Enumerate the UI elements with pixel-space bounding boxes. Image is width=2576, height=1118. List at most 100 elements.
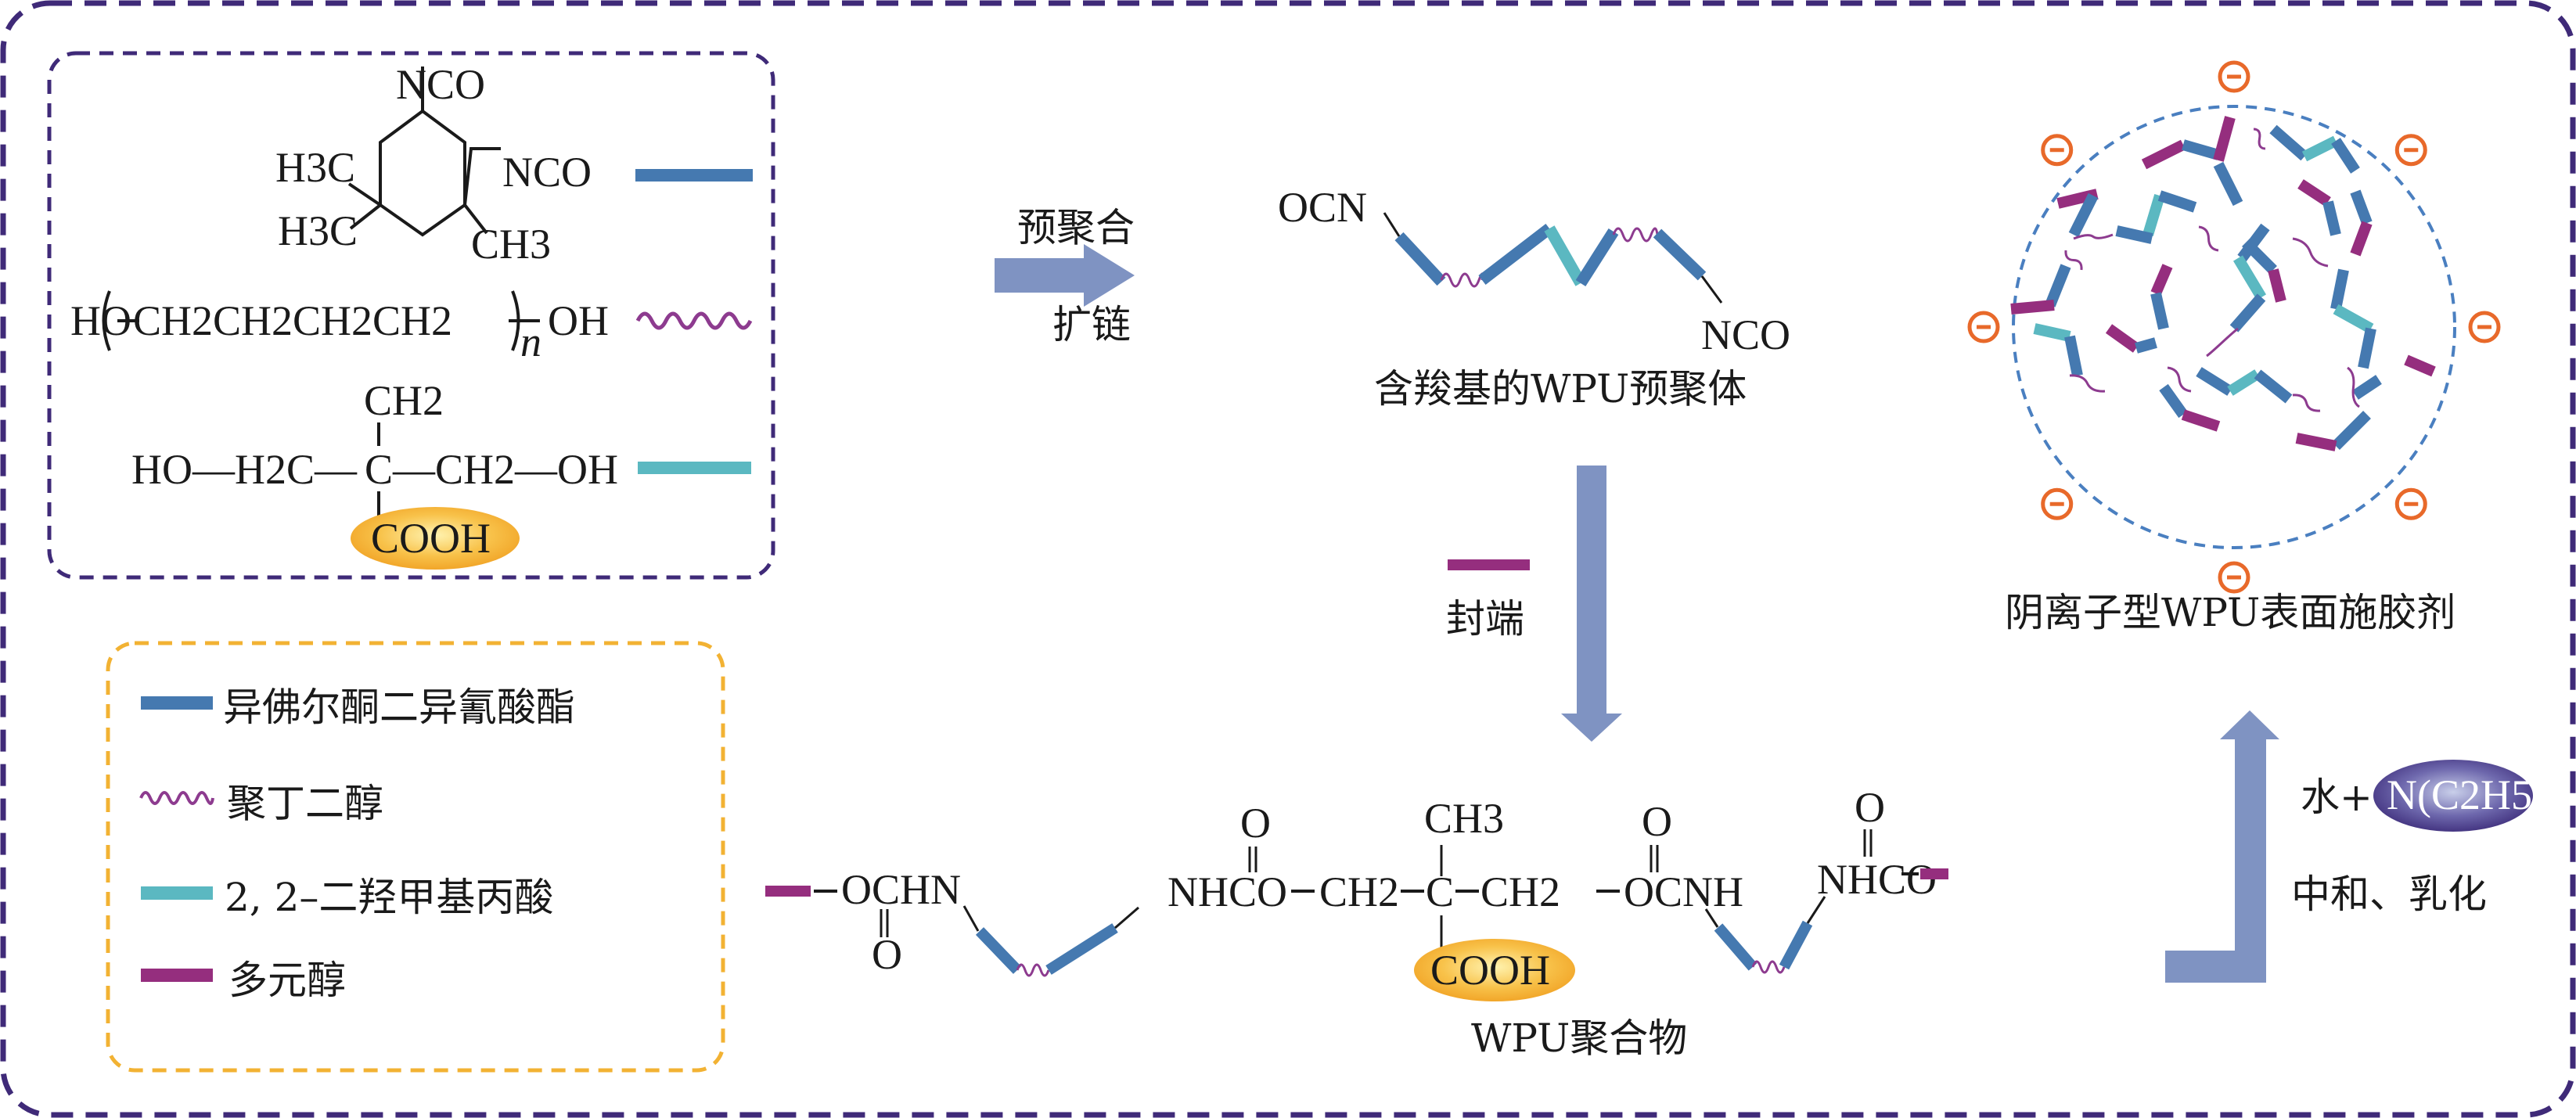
anion-charge-icon [2218,561,2250,594]
legend-symbol-polyol [141,969,213,982]
micelle-segment-polyol [2295,433,2337,451]
prepolymer-left-end: OCN [1278,184,1367,231]
step1-arrow-group: 预聚合 扩链 [995,205,1135,347]
polymer-mid-right-carbonyl-o: O [1642,798,1672,845]
anion-charge-icon [2468,311,2501,343]
micelle-boundary [2012,105,2456,549]
micelle-segment-ipdi [2330,268,2349,311]
dmpa-chain-left: HO—H2C— [131,446,358,493]
anion-charge-icon [2041,134,2074,167]
micelle-segment-ipdi [2331,138,2360,174]
legend-symbol-ptmg [139,791,214,805]
micelle-segment-polyol [2010,300,2055,315]
micelle-segment-ipdi [2229,293,2266,333]
ptmg-oh: OH [548,297,609,344]
micelle-segment-ipdi [2150,292,2169,330]
micelle-segment-ipdi [2350,189,2373,225]
polymer-endcap-right [1920,868,1948,879]
dmpa-carboxyl: COOH [371,515,491,562]
ipdi-nco-top: NCO [396,61,485,108]
ipdi-nco-right: NCO [502,149,592,196]
micelle-segment-ipdi [2242,239,2277,274]
micelle-segment-ipdi [2322,200,2341,236]
legend-label-polyol: 多元醇 [228,958,346,1003]
ipdi-methyl-1: H3C [275,144,355,191]
micelle-segment-polyol [2297,179,2331,207]
ipdi-structure: NCO NCO H3C H3C CH3 [275,61,753,268]
amine-highlight [2373,760,2533,832]
step1-top-label: 预聚合 [1017,205,1135,250]
micelle-segment-ipdi [2213,161,2243,207]
step3-arrow-group: 水+ N(C2H5)3 中和、乳化 [2165,710,2567,983]
legend-label-ipdi: 异佛尔酮二异氰酸酯 [223,685,575,730]
step2-label: 封端 [1446,596,1524,642]
polymer-carboxyl: COOH [1430,947,1550,994]
anion-charge-icon [2041,487,2074,520]
micelle-segment-ptmg [2206,327,2239,358]
anion-charge-icon [1967,311,2000,343]
micelle-segment-dmpa [2142,193,2165,237]
micelle-segment-polyol [2350,221,2373,257]
step1-arrow [995,244,1135,307]
micelle-segment-ipdi [2358,327,2376,369]
dmpa-symbol-bar [638,462,751,474]
micelle-segment-polyol [2213,116,2236,162]
polymer-right-carbonyl-o: O [1855,784,1885,831]
micelle-segment-ipdi [2045,264,2071,307]
micelle-segment-polyol [2105,324,2140,353]
ptmg-n: n [520,318,541,365]
polymer-mid-left-urethane: NHCO [1167,868,1287,915]
micelle-segment-ipdi [2182,139,2220,160]
micelle-segment-ptmg [2292,394,2321,412]
micelle-segment-dmpa [2232,255,2267,300]
polymer-right-urethane: NHCO [1817,856,1937,903]
ptmg-structure: HO CH2CH2CH2CH2 n OH [70,290,753,365]
step3-label: 中和、乳化 [2291,872,2487,917]
prepolymer-caption: 含羧基的WPU预聚体 [1374,366,1747,412]
ipdi-symbol-bar [635,169,753,182]
legend-label-ptmg: 聚丁二醇 [227,781,383,826]
micelle-segment-ptmg [2167,366,2192,393]
polymer-mid-right-urethane: OCNH [1624,868,1743,915]
ipdi-methyl-2: H3C [278,207,358,254]
micelle-caption: 阴离子型WPU表面施胶剂 [2005,590,2455,635]
micelle-segment-ptmg [2198,225,2219,252]
micelle-segment-polyol [2181,409,2221,432]
legend-label-dmpa: 2, 2–二羟甲基丙酸 [225,875,553,920]
polymer-ch3-top: CH3 [1424,795,1504,842]
step3-amine: N(C2H5)3 [2387,771,2567,818]
legend-symbol-dmpa [141,886,213,900]
micelle-segment-polyol [2141,139,2186,170]
ptmg-symbol-wave [635,311,753,330]
micelle-segment-ipdi [2196,367,2233,396]
dmpa-center-c: C [365,446,393,493]
micelle-segment-polyol [2268,268,2286,303]
dmpa-carboxyl-highlight [351,507,520,570]
step1-bottom-label: 扩链 [1052,302,1131,347]
prepolymer: OCN NCO 含羧基的WPU预聚体 [1278,184,1790,412]
polymer-ch2-left: CH2 [1319,868,1399,915]
prepolymer-right-end: NCO [1701,311,1790,358]
micelle-segment-ipdi [2068,192,2099,238]
micelle-segment-ipdi [2237,223,2270,262]
dmpa-structure: CH2 HO—H2C— C —CH2—OH COOH [131,377,751,570]
polymer-center-c: C [1426,868,1454,915]
micelle-segment-ptmg [2073,233,2114,240]
polymer-carboxyl-highlight [1414,939,1575,1001]
micelle-segment-ipdi [2159,383,2188,419]
micelle-segment-ipdi [2135,337,2157,354]
micelle-segment-ipdi [2115,225,2153,244]
micelle-segment-ipdi [2269,124,2308,161]
micelle-segment-dmpa [2333,304,2374,334]
polymer-mid-left-carbonyl-o: O [1240,800,1271,847]
micelle-segment-dmpa [2227,369,2261,396]
step3-arrow [2165,710,2279,983]
ptmg-repeat-unit: CH2CH2CH2CH2 [133,297,452,344]
step2-arrow [1561,466,1622,742]
polymer-left-urethane: OCHN [841,866,961,913]
wpu-polymer: OCHN O NHCO O CH2 C CH3 CH2 COOH OCNH O … [765,784,1948,1061]
polymer-endcap-left [765,886,811,897]
micelle-segment-ptmg [2347,366,2360,408]
